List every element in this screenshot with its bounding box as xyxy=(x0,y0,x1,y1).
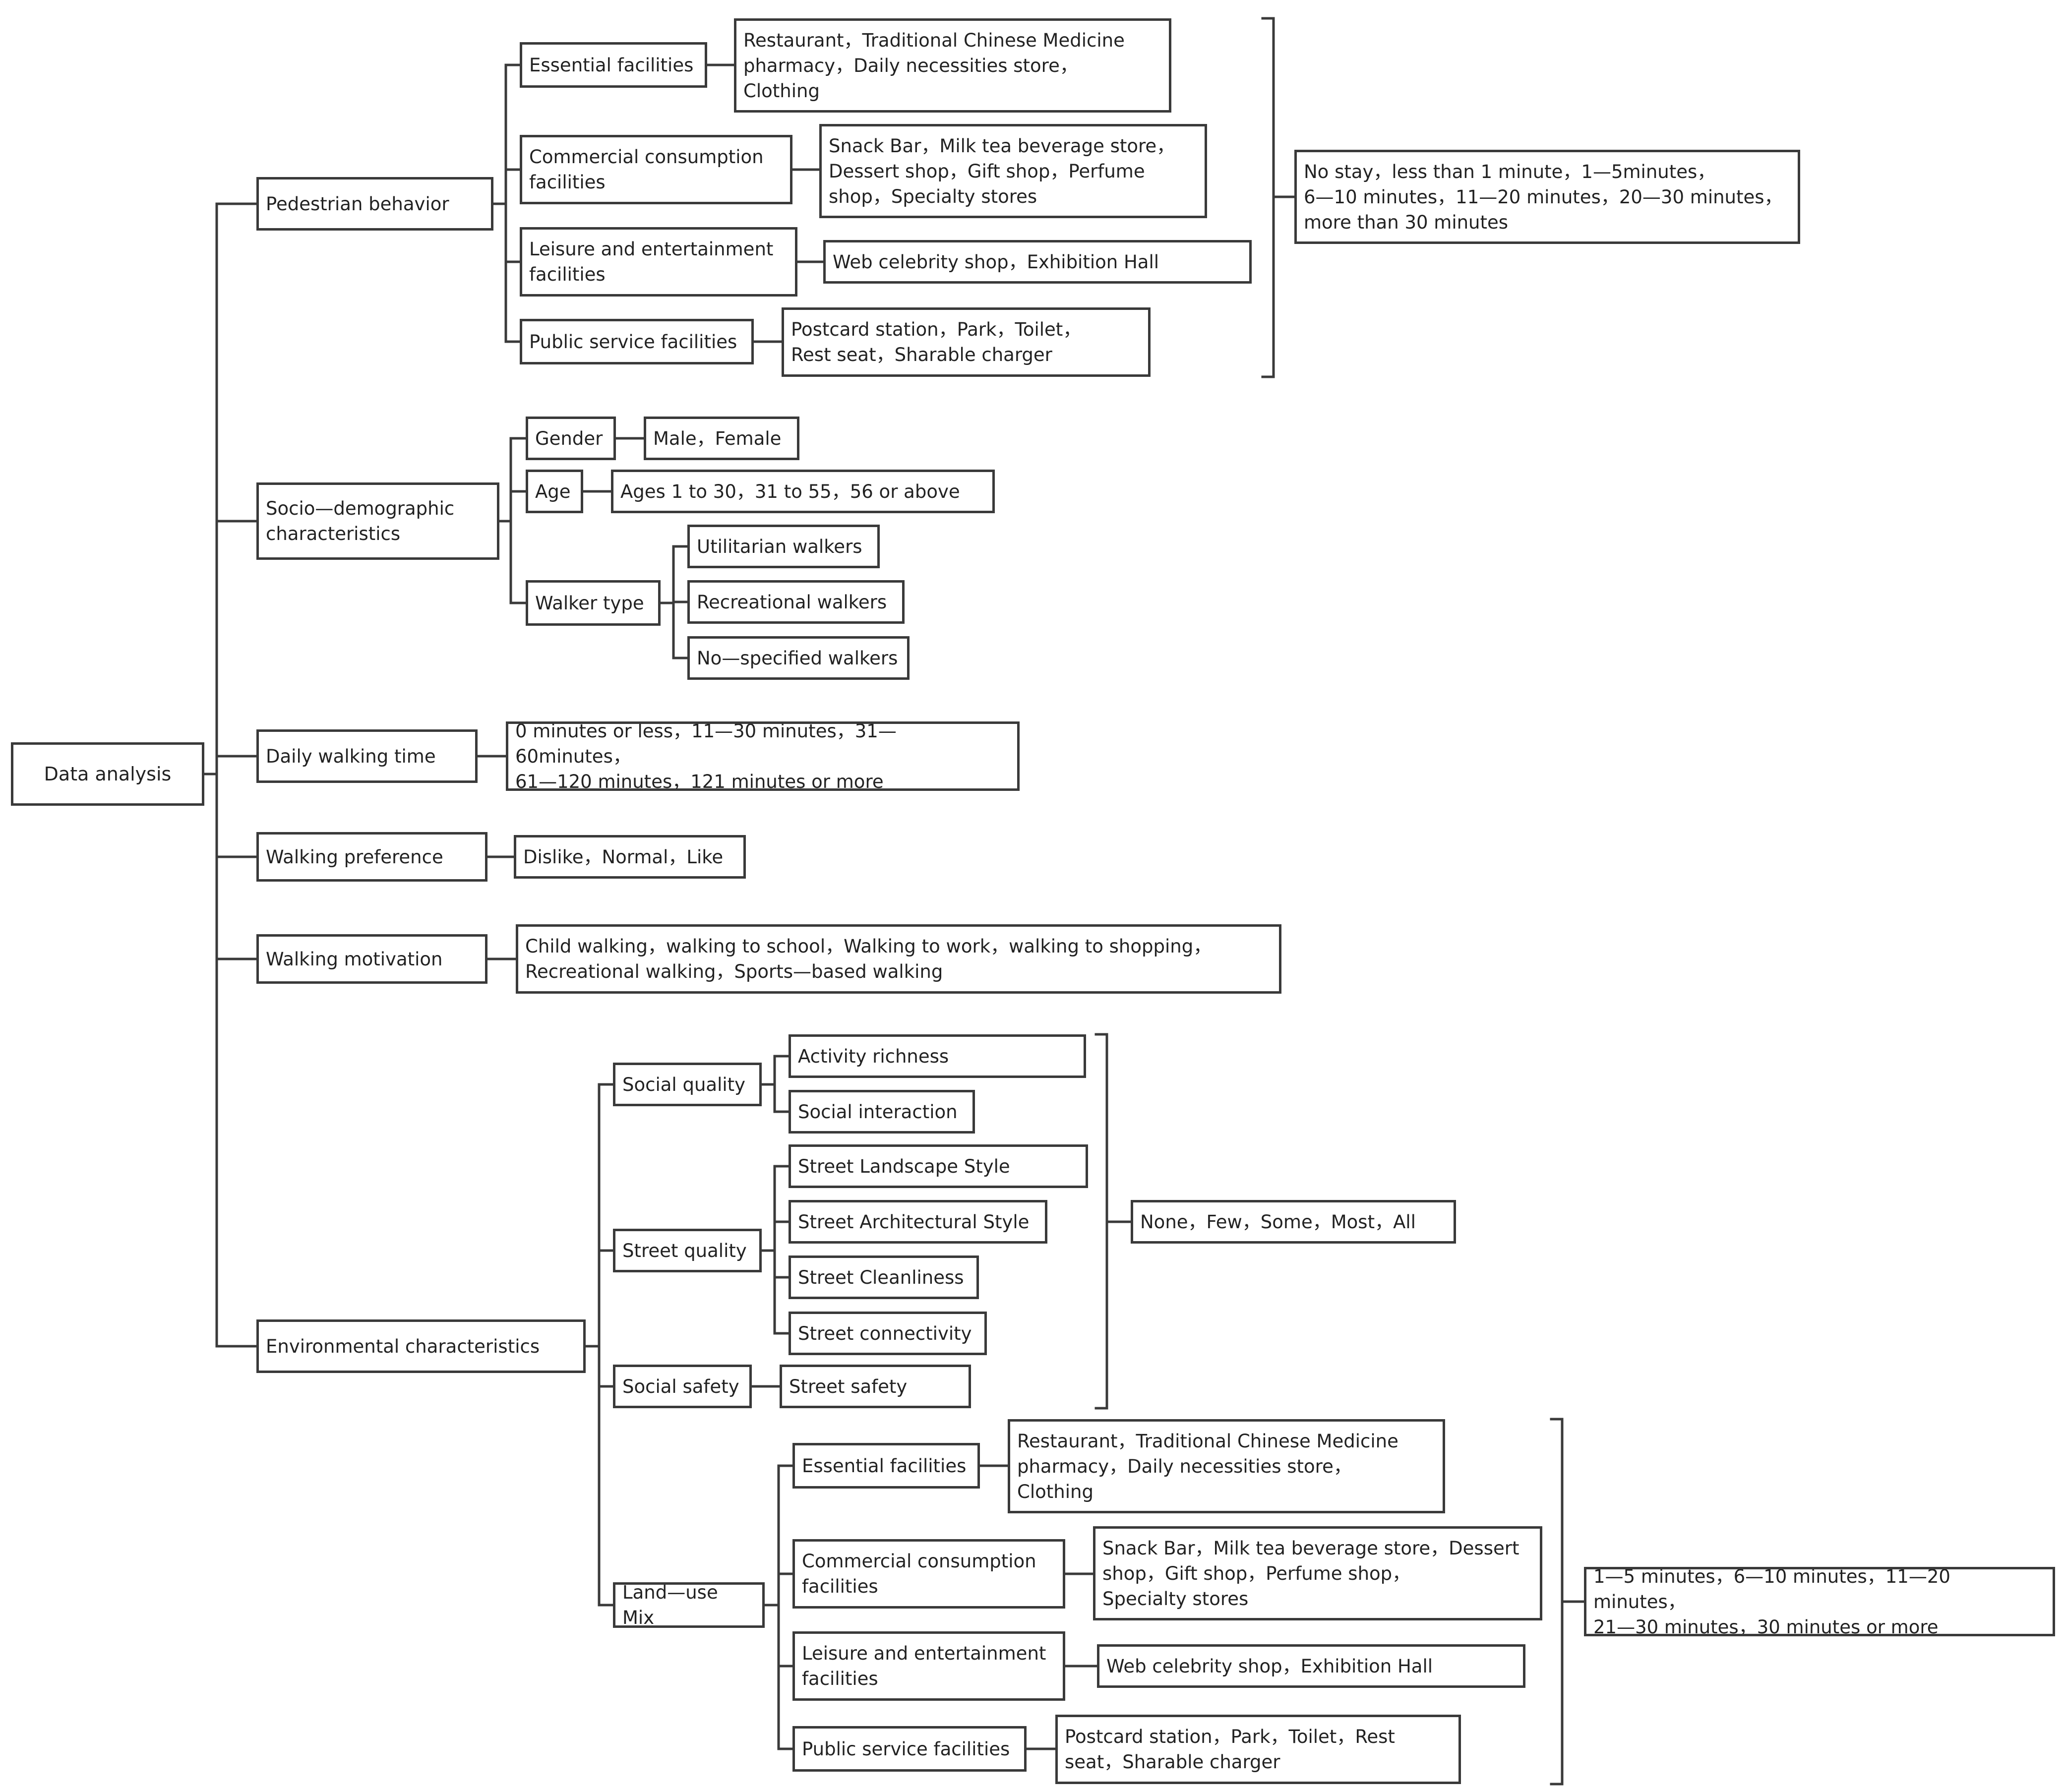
node-street-connectivity: Street connectivity xyxy=(789,1312,987,1355)
node-age: Age xyxy=(526,470,583,513)
node-ped-leisure-values: Web celebrity shop，Exhibition Hall xyxy=(823,240,1252,284)
node-ped-commercial-facilities: Commercial consumption facilities xyxy=(520,135,792,204)
node-env-essential-values: Restaurant，Traditional Chinese Medicine … xyxy=(1008,1419,1445,1513)
node-walker-type: Walker type xyxy=(526,580,661,626)
node-gender: Gender xyxy=(526,417,616,460)
node-env-essential-facilities: Essential facilities xyxy=(792,1443,980,1489)
node-frequency-scale-values: None，Few，Some，Most，All xyxy=(1131,1200,1456,1244)
node-street-quality: Street quality xyxy=(613,1229,762,1272)
node-ped-public-values: Postcard station，Park，Toilet， Rest seat，… xyxy=(782,307,1151,377)
node-env-leisure-values: Web celebrity shop，Exhibition Hall xyxy=(1097,1644,1525,1688)
node-ped-commercial-values: Snack Bar，Milk tea beverage store， Desse… xyxy=(819,124,1207,218)
node-daily-walking-time-values: 0 minutes or less，11—30 minutes，31—60min… xyxy=(506,721,1020,791)
node-ped-essential-values: Restaurant，Traditional Chinese Medicine … xyxy=(734,18,1171,113)
node-recreational-walkers: Recreational walkers xyxy=(687,580,905,624)
node-social-quality: Social quality xyxy=(613,1063,762,1106)
node-activity-richness: Activity richness xyxy=(789,1034,1086,1078)
node-social-safety: Social safety xyxy=(613,1365,752,1408)
node-stay-duration-values: No stay，less than 1 minute，1—5minutes， 6… xyxy=(1294,150,1800,244)
node-pedestrian-behavior: Pedestrian behavior xyxy=(256,177,493,231)
node-socio-demographic: Socio—demographic characteristics xyxy=(256,482,499,560)
node-street-safety: Street safety xyxy=(780,1365,971,1408)
node-gender-values: Male，Female xyxy=(644,417,799,460)
node-street-architectural-style: Street Architectural Style xyxy=(789,1200,1047,1244)
node-env-commercial-facilities: Commercial consumption facilities xyxy=(792,1539,1065,1609)
node-utilitarian-walkers: Utilitarian walkers xyxy=(687,525,880,568)
node-walking-preference: Walking preference xyxy=(256,832,487,882)
node-street-cleanliness: Street Cleanliness xyxy=(789,1255,979,1299)
node-daily-walking-time: Daily walking time xyxy=(256,729,478,783)
node-env-commercial-values: Snack Bar，Milk tea beverage store，Desser… xyxy=(1093,1526,1542,1620)
node-data-analysis: Data analysis xyxy=(11,742,204,806)
node-age-values: Ages 1 to 30，31 to 55，56 or above xyxy=(611,470,995,513)
node-time-duration-values: 1—5 minutes，6—10 minutes，11—20 minutes， … xyxy=(1584,1567,2055,1636)
node-ped-essential-facilities: Essential facilities xyxy=(520,42,707,88)
node-social-interaction: Social interaction xyxy=(789,1090,975,1134)
node-nonspecified-walkers: No—specified walkers xyxy=(687,636,910,680)
node-land-use-mix: Land—use Mix xyxy=(613,1582,765,1628)
node-ped-public-facilities: Public service facilities xyxy=(520,319,754,364)
node-env-public-values: Postcard station，Park，Toilet，Rest seat，S… xyxy=(1055,1715,1461,1784)
node-walking-motivation: Walking motivation xyxy=(256,934,487,984)
node-env-leisure-facilities: Leisure and entertainment facilities xyxy=(792,1631,1065,1701)
node-street-landscape-style: Street Landscape Style xyxy=(789,1144,1088,1188)
node-walking-preference-values: Dislike，Normal，Like xyxy=(514,835,746,879)
node-walking-motivation-values: Child walking，walking to school，Walking … xyxy=(516,924,1281,994)
node-environmental-characteristics: Environmental characteristics xyxy=(256,1319,586,1373)
node-ped-leisure-facilities: Leisure and entertainment facilities xyxy=(520,227,797,297)
node-env-public-facilities: Public service facilities xyxy=(792,1726,1027,1772)
